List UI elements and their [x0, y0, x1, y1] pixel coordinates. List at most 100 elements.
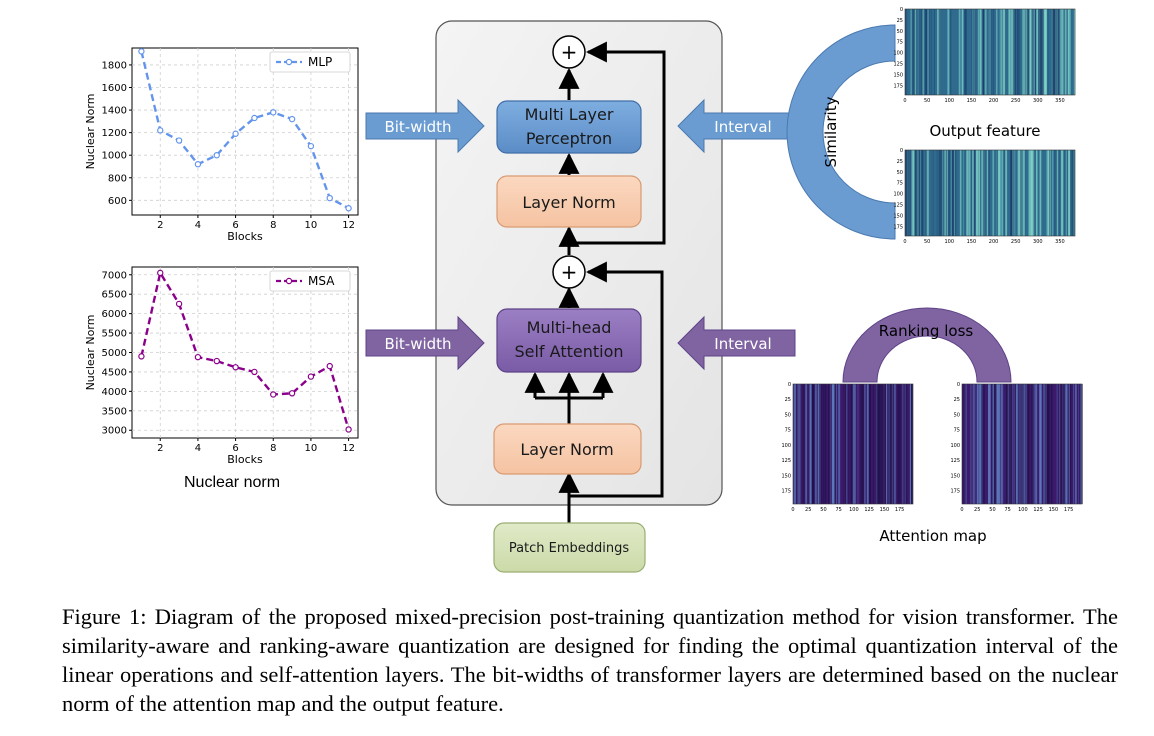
heatmap-stripe	[950, 150, 952, 236]
heatmap-stripe	[979, 384, 981, 504]
heatmap-stripe	[880, 384, 882, 504]
heatmap-stripe	[962, 384, 964, 504]
heatmap-stripe	[890, 384, 892, 504]
heatmap-stripe	[1017, 9, 1021, 95]
heatmap-stripe	[1050, 384, 1053, 504]
heatmap-stripe	[992, 384, 994, 504]
heatmap-stripe	[1064, 9, 1067, 95]
heatmap-stripe	[948, 150, 951, 236]
heatmap-stripe	[811, 384, 814, 504]
heatmap-stripe	[1068, 9, 1071, 95]
heatmap-stripe	[1066, 9, 1068, 95]
heatmap-stripe	[954, 150, 957, 236]
ytick-label: 1200	[102, 128, 127, 139]
heatmap-ytick: 75	[897, 40, 903, 46]
heatmap-stripe	[980, 384, 982, 504]
heatmap-xtick: 50	[924, 98, 930, 104]
heatmap-stripe	[1073, 150, 1075, 236]
heatmap-stripe	[1001, 150, 1004, 236]
heatmap-stripe	[1067, 9, 1069, 95]
heatmap-xtick: 350	[1055, 98, 1065, 104]
heatmap-stripe	[991, 9, 993, 95]
heatmap-stripe	[802, 384, 804, 504]
heatmap-stripe	[798, 384, 801, 504]
heatmap-stripe	[1021, 384, 1024, 504]
heatmap-stripe	[968, 150, 971, 236]
heatmap-stripe	[920, 150, 922, 236]
heatmap-stripe	[975, 384, 976, 504]
heatmap-stripe	[1068, 150, 1071, 236]
heatmap-stripe	[802, 384, 805, 504]
heatmap-stripe	[854, 384, 856, 504]
interval-arrow-bottom: Interval	[677, 315, 796, 371]
layer-norm-bottom: Layer Norm	[493, 423, 642, 475]
heatmap-stripe	[845, 384, 848, 504]
heatmap-stripe	[938, 150, 940, 236]
heatmap-ytick: 50	[897, 170, 903, 176]
ytick-label: 600	[108, 196, 127, 207]
heatmap-stripe	[1054, 9, 1057, 95]
heatmap-stripe	[996, 9, 998, 95]
heatmap-stripe	[964, 150, 967, 236]
heatmap-stripe	[821, 384, 823, 504]
heatmap-stripe	[1047, 384, 1050, 504]
heatmap-stripe	[920, 9, 923, 95]
heatmap-ytick: 125	[893, 62, 903, 68]
heatmap-stripe	[906, 384, 908, 504]
heatmap-stripe	[846, 384, 848, 504]
heatmap-stripe	[913, 150, 915, 236]
xtick-label: 12	[342, 443, 355, 454]
xtick-label: 6	[232, 443, 238, 454]
heatmap-stripe	[864, 384, 866, 504]
heatmap-stripe	[962, 150, 964, 236]
ytick-label: 5000	[102, 348, 127, 359]
data-point	[138, 353, 145, 360]
heatmap-stripe	[1052, 9, 1055, 95]
data-point	[232, 364, 239, 371]
heatmap-stripe	[1080, 384, 1083, 504]
heatmap-stripe	[1064, 150, 1067, 236]
data-point	[175, 300, 183, 308]
heatmap-stripe	[863, 384, 865, 504]
heatmap-stripe	[793, 384, 796, 504]
heatmap-ytick: 0	[900, 7, 903, 13]
data-point	[213, 357, 220, 365]
heatmap-xtick: 300	[1033, 239, 1043, 245]
heatmap-stripe	[822, 384, 825, 504]
heatmap-stripe	[1024, 9, 1027, 95]
heatmap-stripe	[981, 384, 983, 504]
heatmap-xtick: 0	[903, 239, 906, 245]
heatmap-stripe	[979, 384, 981, 504]
heatmap-stripe	[1013, 9, 1016, 95]
interval-arrow-top: Interval	[677, 98, 796, 154]
heatmap-stripe	[1007, 384, 1009, 504]
heatmap-stripe	[1069, 9, 1071, 95]
heatmap-stripe	[1070, 150, 1073, 236]
svg-text:+: +	[561, 260, 578, 284]
heatmap-ytick: 150	[893, 213, 903, 219]
heatmap-stripe	[1067, 9, 1069, 95]
heatmap-stripe	[1013, 384, 1015, 504]
heatmap-ytick: 25	[785, 397, 791, 403]
heatmap-ytick: 100	[893, 51, 903, 57]
residual-add-bottom: +	[552, 255, 586, 289]
heatmap-stripe	[857, 384, 859, 504]
heatmap-stripe	[861, 384, 864, 504]
svg-text:Layer Norm: Layer Norm	[522, 193, 615, 212]
heatmap-stripe	[1004, 9, 1006, 95]
heatmap-stripe	[905, 9, 908, 95]
heatmap-stripe	[901, 384, 904, 504]
heatmap-stripe	[972, 150, 974, 236]
series-line	[140, 269, 350, 430]
heatmap-stripe	[886, 384, 888, 504]
svg-text:Interval: Interval	[714, 118, 771, 136]
connectors	[524, 41, 666, 524]
heatmap-stripe	[815, 384, 818, 504]
ytick-label: 6000	[102, 309, 127, 320]
heatmap-stripe	[1022, 9, 1024, 95]
heatmap-stripe	[971, 150, 973, 236]
heatmap-stripe	[1001, 384, 1003, 504]
heatmap-stripe	[1027, 9, 1029, 95]
